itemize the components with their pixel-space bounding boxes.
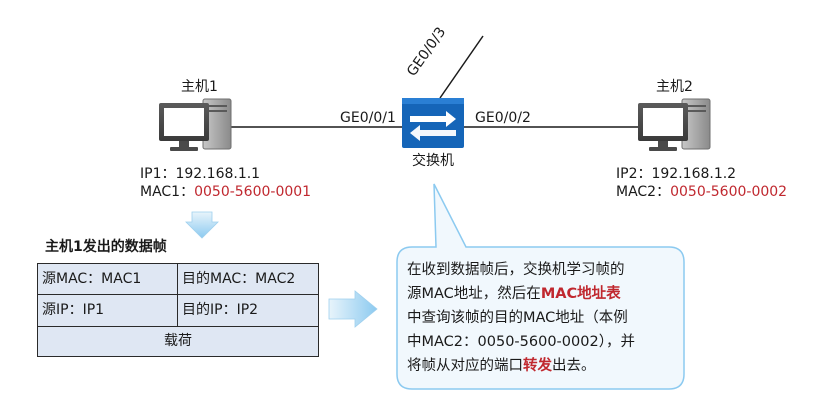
host1-ip: IP1：192.168.1.1 bbox=[140, 165, 260, 183]
callout-line-5-text: 将帧从对应的端口 bbox=[407, 358, 523, 374]
callout-line-1: 在收到数据帧后，交换机学习帧的 bbox=[407, 262, 625, 278]
callout-line-2-text: 源MAC地址，然后在 bbox=[407, 286, 541, 302]
frame-cell-payload: 载荷 bbox=[164, 333, 192, 349]
host2-mac-value: 0050-5600-0002 bbox=[670, 184, 788, 200]
frame-cell-dst-ip: 目的IP：IP2 bbox=[182, 302, 259, 318]
switch-name: 交换机 bbox=[412, 153, 454, 169]
data-frame-table: 源MAC：MAC1 目的MAC：MAC2 源IP：IP1 目的IP：IP2 载荷 bbox=[37, 263, 319, 357]
frame-cell-src-ip: 源IP：IP1 bbox=[42, 302, 105, 318]
callout-line-4: 中MAC2：0050-5600-0002），并 bbox=[407, 334, 635, 350]
host1-computer-icon bbox=[159, 98, 232, 151]
host1-mac-prefix: MAC1： bbox=[140, 184, 195, 200]
frame-title: 主机1发出的数据帧 bbox=[45, 239, 167, 255]
host1-mac: MAC1：0050-5600-0001 bbox=[140, 183, 311, 201]
host2-mac: MAC2：0050-5600-0002 bbox=[616, 183, 787, 201]
down-arrow-icon bbox=[185, 211, 219, 239]
host2-mac-prefix: MAC2： bbox=[616, 184, 671, 200]
right-arrow-icon bbox=[328, 290, 378, 328]
frame-cell-dst-mac: 目的MAC：MAC2 bbox=[182, 271, 296, 287]
port-label-left: GE0/0/1 bbox=[340, 110, 396, 126]
port-label-right: GE0/0/2 bbox=[475, 110, 531, 126]
link-switch-uplink bbox=[439, 35, 484, 99]
frame-divider bbox=[38, 326, 318, 327]
frame-divider bbox=[177, 264, 178, 326]
host2-name: 主机2 bbox=[656, 79, 693, 95]
host1-mac-value: 0050-5600-0001 bbox=[194, 184, 312, 200]
callout-line-3: 中查询该帧的目的MAC地址（本例 bbox=[407, 310, 628, 326]
callout-line-5-tail: 出去。 bbox=[552, 358, 596, 374]
host2-ip-value: 192.168.1.2 bbox=[651, 166, 737, 182]
host1-name: 主机1 bbox=[181, 79, 218, 95]
frame-cell-src-mac: 源MAC：MAC1 bbox=[42, 271, 142, 287]
callout-line-5: 将帧从对应的端口转发出去。 bbox=[407, 354, 677, 378]
frame-divider bbox=[38, 294, 318, 295]
host1-ip-value: 192.168.1.1 bbox=[175, 166, 261, 182]
callout-forward-highlight: 转发 bbox=[523, 358, 552, 374]
host2-ip: IP2：192.168.1.2 bbox=[616, 165, 736, 183]
host1-ip-prefix: IP1： bbox=[140, 166, 176, 182]
switch-icon bbox=[402, 98, 464, 148]
callout-bubble bbox=[396, 183, 685, 390]
callout-text: 在收到数据帧后，交换机学习帧的 源MAC地址，然后在MAC地址表 中查询该帧的目… bbox=[407, 258, 677, 378]
host2-computer-icon bbox=[638, 98, 711, 151]
host2-ip-prefix: IP2： bbox=[616, 166, 652, 182]
callout-line-2: 源MAC地址，然后在MAC地址表 bbox=[407, 282, 677, 306]
callout-mac-table-highlight: MAC地址表 bbox=[540, 286, 621, 302]
